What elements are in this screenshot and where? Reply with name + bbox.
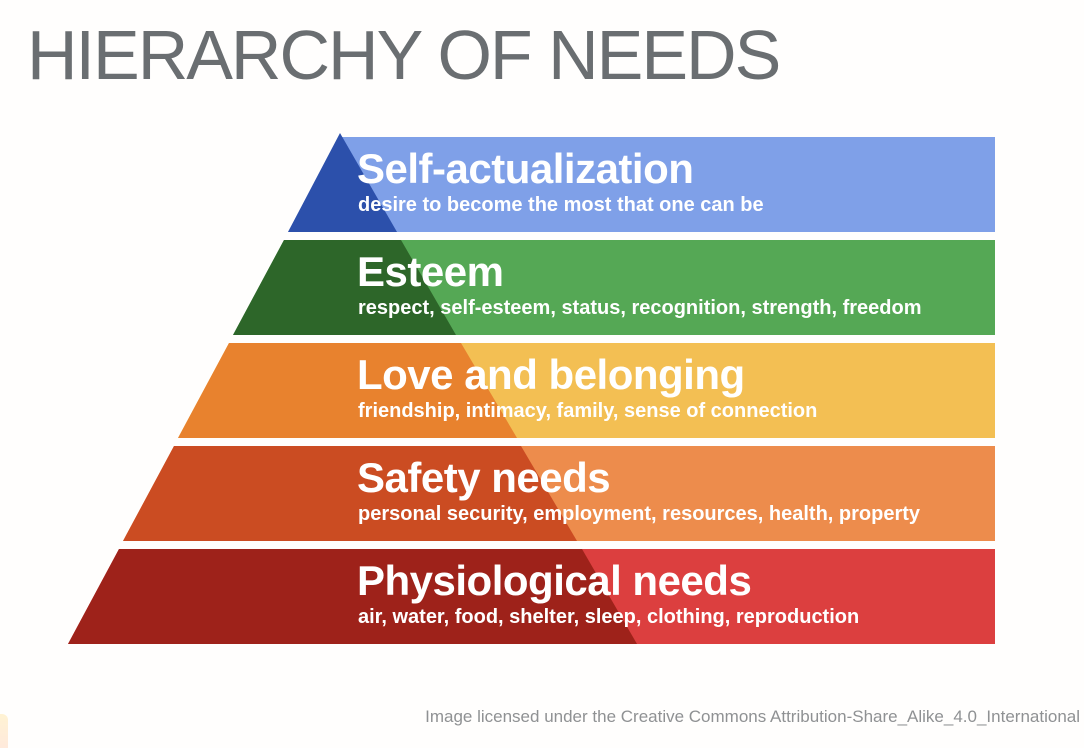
- level-name: Self-actualization: [357, 145, 694, 192]
- level-text-self-actualization: Self-actualization desire to become the …: [357, 145, 764, 216]
- level-description: friendship, intimacy, family, sense of c…: [358, 399, 818, 422]
- level-name: Safety needs: [357, 454, 611, 501]
- license-caption: Image licensed under the Creative Common…: [425, 707, 1080, 726]
- level-shadow-physiological: [68, 549, 637, 644]
- level-description: air, water, food, shelter, sleep, clothi…: [358, 605, 860, 628]
- corner-artifact: [0, 714, 8, 748]
- level-description: respect, self-esteem, status, recognitio…: [358, 296, 922, 319]
- level-shadow-love-belonging: [178, 343, 517, 438]
- level-description: desire to become the most that one can b…: [358, 193, 764, 216]
- page-title: HIERARCHY OF NEEDS: [27, 16, 781, 94]
- level-band-self-actualization: [288, 137, 995, 232]
- level-shadow-self-actualization: [288, 133, 397, 232]
- level-text-esteem: Esteem respect, self-esteem, status, rec…: [357, 248, 922, 319]
- level-shadow-safety: [123, 446, 577, 541]
- level-text-safety: Safety needs personal security, employme…: [357, 454, 921, 525]
- level-text-love-belonging: Love and belonging friendship, intimacy,…: [357, 351, 818, 422]
- level-name: Love and belonging: [357, 351, 745, 398]
- level-shadow-esteem: [233, 240, 456, 335]
- level-name: Physiological needs: [357, 557, 752, 604]
- level-description: personal security, employment, resources…: [358, 502, 921, 525]
- level-text-physiological: Physiological needs air, water, food, sh…: [357, 557, 860, 628]
- level-name: Esteem: [357, 248, 504, 295]
